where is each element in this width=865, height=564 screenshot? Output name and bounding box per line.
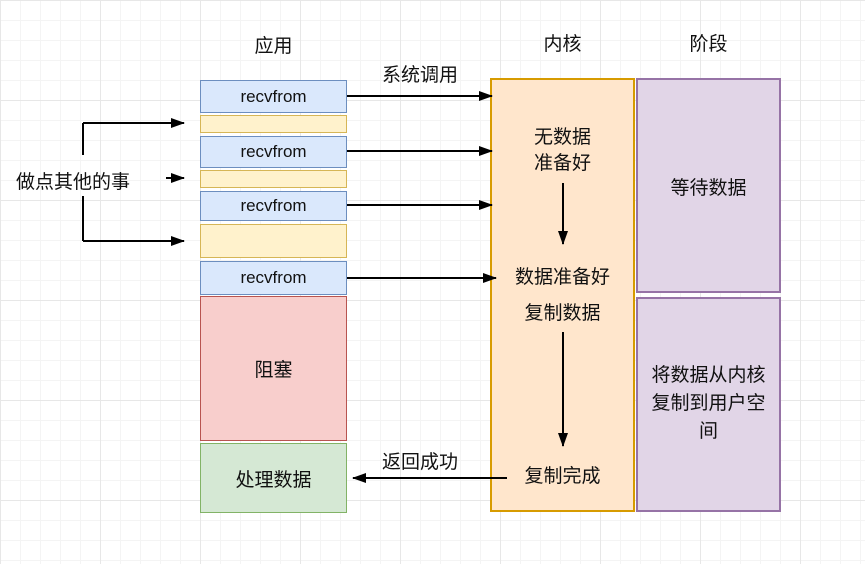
- kernel-no-data-ready-text: 无数据 准备好: [533, 127, 591, 174]
- stage-wait-data-text: 等待数据: [670, 178, 747, 199]
- process-data-box: 处理数据: [200, 443, 347, 513]
- recvfrom-box-2: recvfrom: [200, 136, 347, 168]
- poll-gap-box-3: [200, 224, 347, 258]
- stage-copy-box: [636, 297, 781, 512]
- stage-copy-to-user-text: 将数据从内核复制到用户空间: [651, 365, 766, 442]
- recvfrom-box-4: recvfrom: [200, 261, 347, 295]
- kernel-data-ready-text: 数据准备好: [514, 267, 610, 288]
- do-something-else-label: 做点其他的事: [16, 172, 131, 193]
- column-header-stage: 阶段: [689, 34, 728, 55]
- recvfrom-box-3: recvfrom: [200, 191, 347, 221]
- stage-wait-box: [636, 78, 781, 293]
- poll-gap-box-2: [200, 170, 347, 188]
- blocking-box: 阻塞: [200, 296, 347, 441]
- kernel-copy-done-text: 复制完成: [524, 466, 601, 487]
- return-success-label: 返回成功: [381, 452, 458, 473]
- system-call-label: 系统调用: [381, 65, 458, 86]
- column-header-application: 应用: [254, 36, 293, 57]
- recvfrom-box-1: recvfrom: [200, 80, 347, 113]
- kernel-copy-data-text: 复制数据: [524, 303, 601, 324]
- poll-gap-box-1: [200, 115, 347, 133]
- column-header-kernel: 内核: [543, 34, 582, 55]
